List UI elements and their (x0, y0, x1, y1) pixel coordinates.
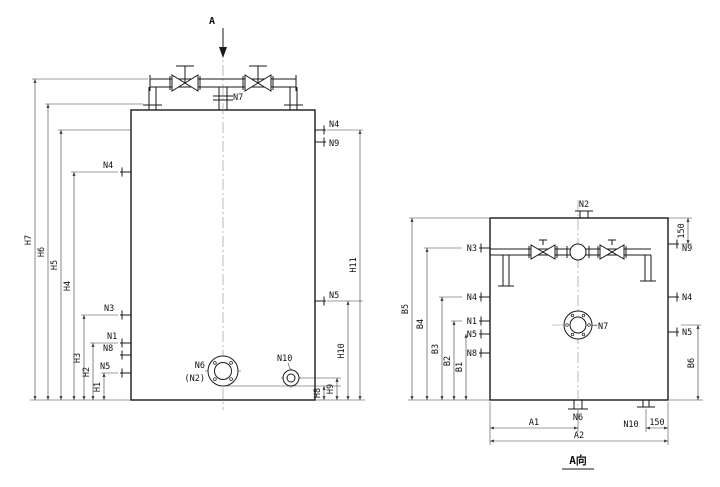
label-side-n7: N7 (598, 322, 608, 332)
label-dim-h6: H6 (37, 247, 47, 257)
label-side-n9: N9 (682, 244, 692, 254)
side-valve-wheel-icon (569, 243, 587, 261)
label-dim-b6: B6 (687, 358, 697, 368)
front-dimension-lines (33, 79, 362, 400)
label-side-n1: N1 (467, 317, 477, 327)
label-side-n3: N3 (467, 244, 477, 254)
label-dim-h1: H1 (93, 382, 103, 392)
label-front-n6: N6 (195, 361, 205, 371)
label-dim-b1: B1 (455, 362, 465, 372)
label-dim-h4: H4 (63, 281, 73, 291)
label-side-n4-left: N4 (467, 293, 477, 303)
side-extension-lines (408, 217, 703, 445)
label-dim-150-bottom: 150 (649, 418, 664, 428)
side-bottom-nozzles (568, 400, 655, 410)
side-right-nozzles (668, 239, 679, 337)
side-flange-n7: N7 (563, 310, 608, 340)
label-front-n8: N8 (103, 344, 113, 354)
side-view-title: A向 (569, 453, 587, 467)
label-dim-h11: H11 (349, 257, 359, 272)
section-cut-arrow: A (209, 16, 227, 58)
label-dim-h7: H7 (24, 235, 34, 245)
label-front-n5-right: N5 (329, 291, 339, 301)
label-side-n10: N10 (623, 420, 638, 430)
front-flange-n6: N6 (N2) (185, 355, 241, 387)
front-view: A N7 N4 N3 N1 N8 N5 N4 N9 N5 N6 (N2 (24, 16, 365, 410)
side-tank-body (489, 217, 669, 401)
label-front-n1: N1 (107, 332, 117, 342)
label-dim-h9: H9 (326, 384, 336, 394)
label-front-n2-alt: (N2) (185, 374, 205, 384)
n6-flange-outer (207, 355, 239, 387)
side-left-nozzles (479, 243, 490, 358)
label-front-n9-right: N9 (329, 139, 339, 149)
label-dim-b4: B4 (416, 319, 426, 329)
n7-flange-inner (569, 316, 587, 334)
front-valve-icon (171, 74, 272, 92)
label-dim-b3: B3 (431, 344, 441, 354)
n7-leader-line (591, 324, 598, 327)
label-side-n8: N8 (467, 349, 477, 359)
section-arrow-head-icon (219, 47, 227, 58)
label-dim-b2: B2 (443, 356, 453, 366)
label-side-n2: N2 (579, 200, 589, 210)
label-dim-h10: H10 (337, 343, 347, 358)
label-dim-150-top: 150 (677, 223, 687, 238)
front-flange-n10: N10 (277, 354, 301, 388)
label-side-n5-left: N5 (467, 330, 477, 340)
side-dimension-lines (410, 218, 700, 443)
front-valve-stems (169, 65, 274, 90)
side-nozzle-n2 (575, 210, 593, 218)
front-left-nozzles (120, 167, 131, 378)
front-right-nozzles (315, 125, 326, 306)
front-extension-lines (30, 78, 365, 401)
label-front-n3: N3 (104, 304, 114, 314)
label-dim-a1: A1 (529, 418, 539, 428)
label-side-n4-right: N4 (682, 293, 692, 303)
label-front-n4-right: N4 (329, 120, 339, 130)
side-view: N2 N3 N4 N1 N5 N8 N9 N4 N5 N7 (401, 200, 703, 470)
label-dim-a2: A2 (574, 431, 584, 441)
label-dim-h2: H2 (82, 367, 92, 377)
label-dim-h3: H3 (73, 353, 83, 363)
n6-flange-inner (214, 362, 232, 380)
side-valve-icon (530, 244, 625, 260)
front-top-piping (143, 75, 303, 110)
label-dim-b5: B5 (401, 304, 411, 314)
label-dim-h5: H5 (50, 260, 60, 270)
label-side-n5-right: N5 (682, 328, 692, 338)
label-front-n4-left: N4 (103, 161, 113, 171)
n10-flange-outer (282, 369, 300, 387)
label-front-n7: N7 (233, 93, 243, 103)
label-dim-h8: H8 (313, 388, 323, 398)
section-arrow-label: A (209, 16, 215, 27)
label-front-n5-left: N5 (100, 362, 110, 372)
n10-flange-inner (286, 373, 296, 383)
label-front-n10: N10 (277, 354, 292, 364)
